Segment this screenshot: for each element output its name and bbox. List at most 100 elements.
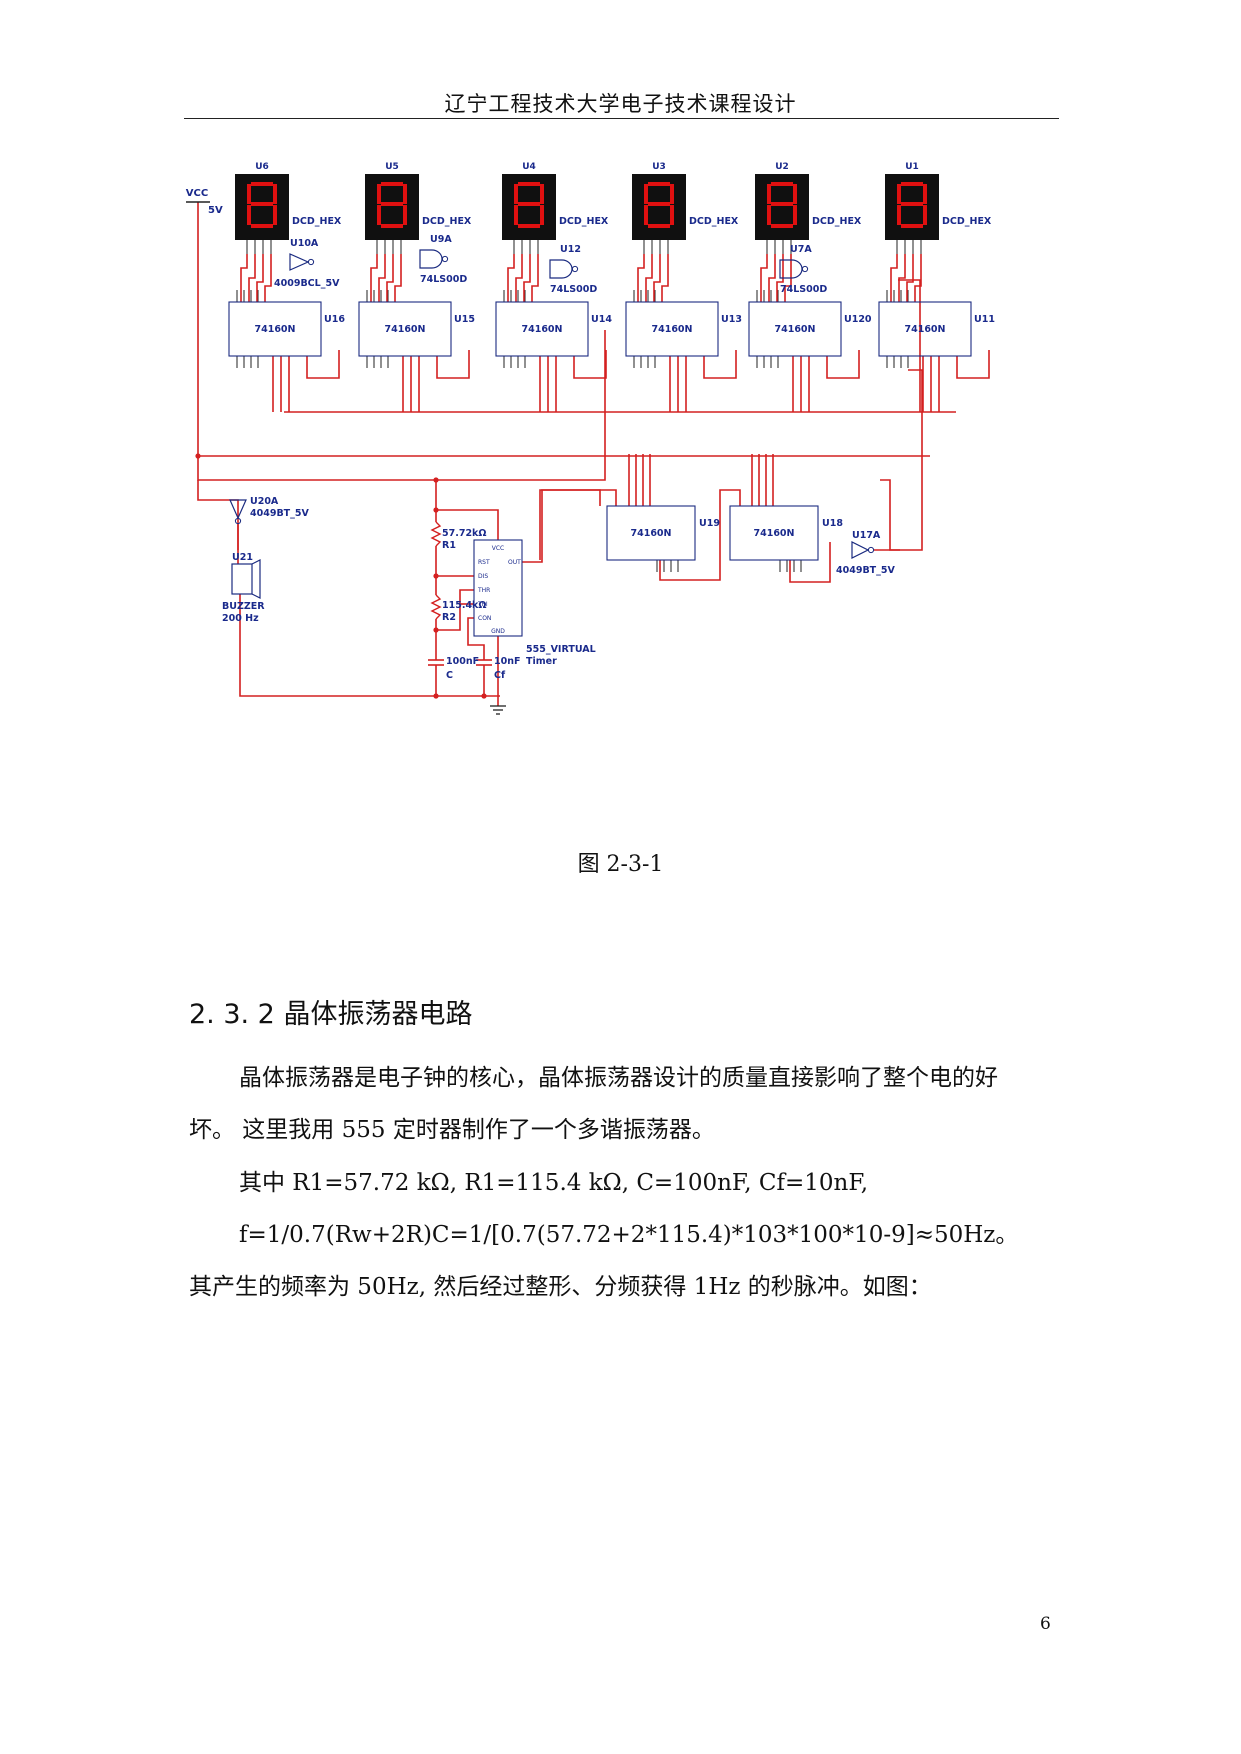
display-segment	[923, 184, 927, 204]
timer-pin-rst: RST	[478, 559, 490, 566]
timer-pin-gnd: GND	[491, 628, 505, 635]
cf-ref: Cf	[494, 670, 506, 681]
counter-part: 74160N	[384, 324, 425, 335]
wire	[645, 254, 653, 302]
nand-gate	[419, 249, 443, 269]
display-segment	[403, 205, 407, 225]
timer-pin-tri: TRI	[477, 601, 488, 608]
timer-pin-thr: THR	[477, 587, 490, 594]
timer-name: 555_VIRTUAL	[526, 644, 596, 655]
counter-ref: U120	[844, 314, 872, 325]
display-ref: U5	[385, 162, 399, 172]
display-segment	[377, 205, 381, 225]
wire	[240, 254, 248, 302]
divider-part: 74160N	[630, 528, 671, 539]
wire	[539, 489, 617, 560]
wire	[573, 350, 607, 379]
wire	[197, 202, 606, 481]
timer-555	[473, 539, 523, 637]
display-segment	[251, 182, 273, 186]
display-segment	[897, 184, 901, 204]
counter-ic	[878, 301, 972, 357]
wire	[394, 254, 402, 302]
display-segment	[377, 184, 381, 204]
display-segment	[923, 205, 927, 225]
display-ref: U2	[775, 162, 789, 172]
buzzer-type: BUZZER	[222, 601, 265, 612]
r2-value: 115.4kΩ	[442, 600, 486, 611]
resistor-r2	[430, 594, 442, 620]
display-segment	[670, 184, 674, 204]
display-segment	[518, 224, 540, 228]
gate-ref: U10A	[290, 238, 319, 249]
running-header: 辽宁工程技术大学电子技术课程设计	[444, 92, 797, 116]
wire	[914, 254, 922, 302]
display-segment	[670, 205, 674, 225]
wire	[653, 254, 661, 302]
wire	[906, 254, 914, 302]
figure-caption: 图 2-3-1	[577, 852, 664, 877]
wire	[467, 617, 485, 660]
wire	[956, 350, 990, 379]
display-segment	[897, 205, 901, 225]
wire	[197, 480, 239, 550]
display-type: DCD_HEX	[559, 216, 609, 227]
schematic-parts	[186, 174, 972, 637]
divider-part: 74160N	[753, 528, 794, 539]
page-number: 6	[1040, 1614, 1051, 1634]
gate-bubble	[307, 258, 315, 266]
gate-bubble	[234, 517, 242, 525]
display-ref: U1	[905, 162, 919, 172]
display-segment	[514, 184, 518, 204]
junction-dot	[433, 477, 439, 483]
display-segment	[251, 202, 273, 206]
display-type: DCD_HEX	[942, 216, 992, 227]
gate-bubble	[571, 265, 579, 273]
wire	[890, 254, 898, 302]
resistor-r1	[430, 521, 442, 547]
paragraph-line: 坏。 这里我用 555 定时器制作了一个多谐振荡器。	[189, 1117, 715, 1143]
timer-pin-con: CON	[478, 615, 491, 622]
display-segment	[540, 184, 544, 204]
divider-counter-ic	[606, 505, 696, 561]
wire	[522, 489, 601, 563]
gate-ref: U7A	[790, 244, 812, 255]
display-segment	[381, 182, 403, 186]
wire	[874, 369, 923, 551]
display-segment	[518, 182, 540, 186]
display-segment	[644, 205, 648, 225]
display-segment	[247, 205, 251, 225]
display-segment	[648, 224, 670, 228]
timer-pin-out: OUT	[508, 559, 521, 566]
inverter-gate	[851, 541, 870, 559]
divider-ref: U19	[699, 518, 720, 529]
nand-gate	[779, 259, 803, 279]
r1-value: 57.72kΩ	[442, 528, 486, 539]
display-segment	[901, 182, 923, 186]
wire	[898, 279, 921, 412]
r1-ref: R1	[442, 540, 456, 551]
display-segment	[771, 202, 793, 206]
inverter-ref: U17A	[852, 530, 881, 541]
counter-ref: U13	[721, 314, 742, 325]
counter-ic	[748, 301, 842, 357]
junction-dot	[433, 573, 439, 579]
paragraph-line: 其中 R1=57.72 kΩ, R1=115.4 kΩ, C=100nF, Cf…	[239, 1170, 869, 1196]
buzzer-horn	[251, 559, 261, 599]
gate-part: 74LS00D	[780, 284, 827, 295]
display-segment	[644, 184, 648, 204]
wire	[637, 254, 645, 302]
inverter-gate	[229, 499, 247, 520]
counter-part: 74160N	[254, 324, 295, 335]
display-type: DCD_HEX	[292, 216, 342, 227]
junction-dot	[195, 453, 201, 459]
wire	[239, 594, 500, 697]
buzzer	[231, 563, 253, 595]
header-rule	[184, 118, 1059, 119]
wire	[789, 542, 831, 583]
counter-ic	[358, 301, 452, 357]
paragraph-line: 晶体振荡器是电子钟的核心，晶体振荡器设计的质量直接影响了整个电的好	[239, 1065, 998, 1091]
schematic-wires	[195, 202, 990, 715]
counter-ic	[625, 301, 719, 357]
wire	[784, 254, 792, 302]
